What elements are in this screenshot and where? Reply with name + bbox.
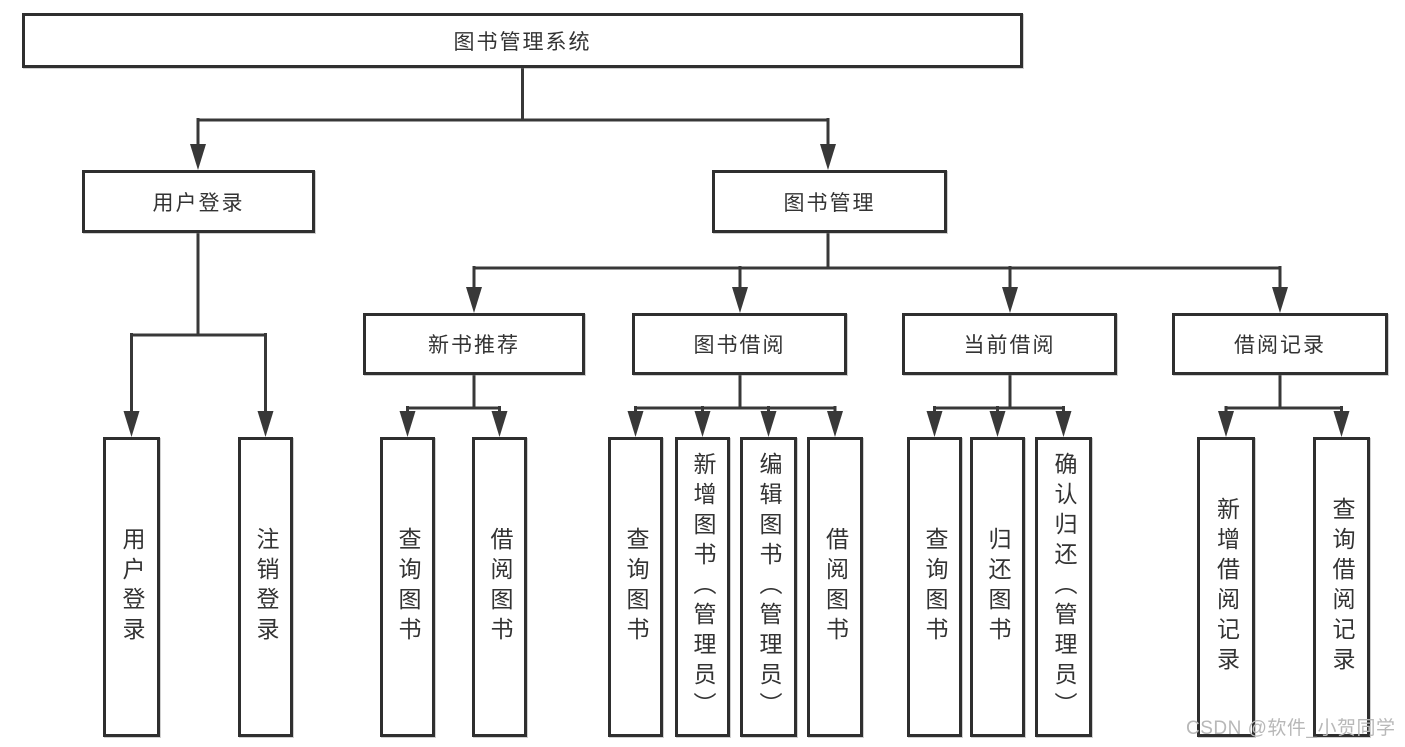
- leaf-label: 归还图书: [985, 527, 1011, 647]
- node-label: 图书管理系统: [453, 30, 592, 54]
- connector-root-to-level2: [190, 66, 836, 170]
- leaf-borrowing-borrow-book: 借阅图书: [807, 437, 863, 737]
- node-borrow-records: 借阅记录: [1172, 313, 1388, 375]
- node-current-borrowing: 当前借阅: [902, 313, 1117, 375]
- node-label: 当前借阅: [963, 334, 1056, 357]
- node-label: 图书管理: [783, 191, 876, 215]
- leaf-label: 查询借阅记录: [1329, 497, 1355, 677]
- leaf-label: 新增图书（管理员）: [690, 452, 716, 722]
- leaf-user-login: 用户登录: [103, 437, 160, 737]
- node-label: 图书借阅: [693, 334, 786, 357]
- leaf-records-query-record: 查询借阅记录: [1313, 437, 1370, 737]
- leaf-label: 查询图书: [922, 527, 948, 647]
- leaf-records-add-record: 新增借阅记录: [1197, 437, 1255, 737]
- leaf-label: 借阅图书: [822, 527, 849, 647]
- connector-book-mgmt-children: [466, 231, 1288, 313]
- leaf-current-confirm-return-admin: 确认归还（管理员）: [1035, 437, 1092, 737]
- node-book-management: 图书管理: [712, 170, 947, 233]
- leaf-recommend-query-book: 查询图书: [380, 437, 435, 737]
- node-user-login: 用户登录: [82, 170, 315, 233]
- leaf-recommend-borrow-book: 借阅图书: [472, 437, 527, 737]
- node-new-book-recommend: 新书推荐: [363, 313, 585, 375]
- connector-user-login-children: [123, 231, 274, 437]
- csdn-watermark: CSDN @软件_小贺同学: [1186, 718, 1396, 739]
- leaf-label: 用户登录: [119, 527, 145, 647]
- leaf-current-return-book: 归还图书: [970, 437, 1025, 737]
- leaf-borrowing-edit-book-admin: 编辑图书（管理员）: [740, 437, 797, 737]
- leaf-label: 注销登录: [253, 527, 279, 647]
- leaf-label: 新增借阅记录: [1213, 497, 1240, 677]
- leaf-borrowing-query-book: 查询图书: [608, 437, 663, 737]
- leaf-label: 借阅图书: [487, 527, 513, 647]
- node-label: 借阅记录: [1234, 334, 1326, 357]
- node-root-system: 图书管理系统: [22, 13, 1023, 68]
- node-book-borrowing: 图书借阅: [632, 313, 847, 375]
- node-label: 用户登录: [152, 191, 245, 215]
- leaf-borrowing-add-book-admin: 新增图书（管理员）: [675, 437, 730, 737]
- leaf-label: 编辑图书（管理员）: [756, 452, 782, 722]
- leaf-current-query-book: 查询图书: [907, 437, 962, 737]
- connector-book-borrow-children: [627, 373, 843, 437]
- connector-current-borrow-children: [926, 373, 1072, 437]
- connector-new-book-rec-children: [399, 373, 508, 437]
- connector-borrow-record-children: [1218, 373, 1350, 437]
- leaf-label: 查询图书: [395, 527, 421, 647]
- node-label: 新书推荐: [428, 334, 520, 357]
- leaf-label: 查询图书: [623, 527, 649, 647]
- leaf-label: 确认归还（管理员）: [1051, 452, 1077, 722]
- leaf-logout: 注销登录: [238, 437, 293, 737]
